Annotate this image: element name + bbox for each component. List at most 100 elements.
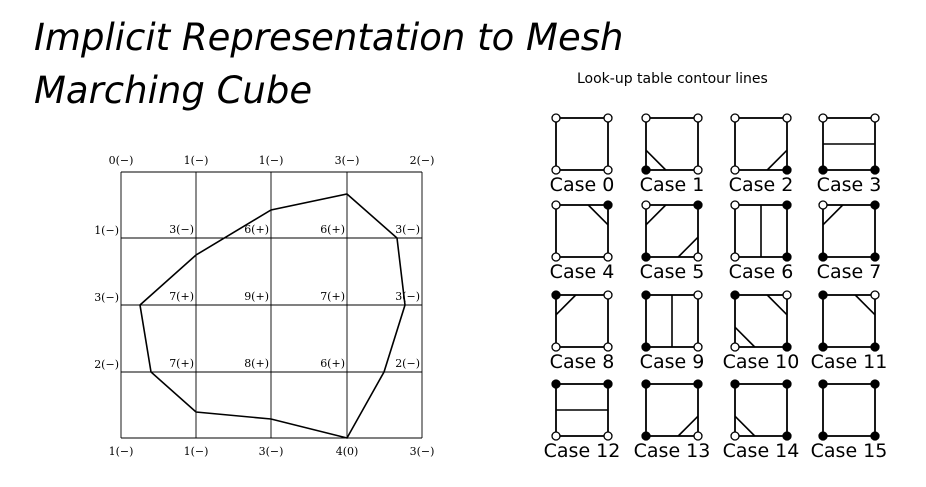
case-cell: Case 13	[634, 379, 710, 462]
corner-outside-dot	[730, 342, 740, 352]
corner-inside-dot	[782, 431, 792, 441]
grid-value-label: 1(−)	[184, 154, 209, 167]
grid-value-label: 3(−)	[259, 445, 284, 458]
corner-inside-dot	[693, 379, 703, 389]
corner-outside-dot	[870, 290, 880, 300]
corner-inside-dot	[818, 342, 828, 352]
corner-outside-dot	[693, 252, 703, 262]
lookup-table-title: Look-up table contour lines	[577, 71, 768, 87]
corner-inside-dot	[818, 165, 828, 175]
case-label: Case 11	[811, 351, 888, 373]
contour-segment	[854, 294, 876, 316]
corner-inside-dot	[551, 290, 561, 300]
case-square	[555, 294, 609, 348]
grid-lines	[120, 171, 423, 439]
corner-inside-dot	[603, 379, 613, 389]
corner-outside-dot	[730, 431, 740, 441]
contour-segment	[734, 326, 756, 348]
corner-inside-dot	[641, 252, 651, 262]
case-cell: Case 0	[550, 113, 615, 196]
corner-outside-dot	[870, 113, 880, 123]
corner-outside-dot	[551, 165, 561, 175]
corner-outside-dot	[551, 200, 561, 210]
corner-inside-dot	[641, 379, 651, 389]
corner-inside-dot	[693, 200, 703, 210]
corner-outside-dot	[693, 113, 703, 123]
case-label: Case 15	[811, 440, 888, 462]
page-subtitle: Marching Cube	[34, 69, 313, 112]
grid-value-label: 4(0)	[336, 445, 359, 458]
grid-value-label: 1(−)	[259, 154, 284, 167]
contour-segment	[766, 294, 788, 316]
grid-value-label: 9(+)	[244, 290, 269, 303]
corner-outside-dot	[603, 252, 613, 262]
case-cell: Case 5	[640, 200, 704, 283]
marching-squares-grid: 0(−)1(−)1(−)3(−)2(−)1(−)3(−)6(+)6(+)3(−)…	[94, 154, 435, 458]
corner-outside-dot	[693, 165, 703, 175]
case-cell: Case 11	[811, 290, 888, 373]
corner-outside-dot	[818, 113, 828, 123]
corner-outside-dot	[551, 252, 561, 262]
case-square	[734, 294, 788, 348]
contour-segment	[645, 204, 667, 226]
case-label: Case 14	[723, 440, 800, 462]
case-square	[822, 204, 876, 258]
corner-outside-dot	[603, 431, 613, 441]
contour-segment	[555, 294, 577, 316]
corner-outside-dot	[693, 342, 703, 352]
corner-outside-dot	[730, 252, 740, 262]
case-label: Case 10	[723, 351, 800, 373]
corner-inside-dot	[641, 342, 651, 352]
corner-outside-dot	[603, 290, 613, 300]
case-cell: Case 8	[550, 290, 614, 373]
contour-segment	[587, 204, 609, 226]
grid-value-label: 0(−)	[109, 154, 134, 167]
case-square	[822, 383, 876, 437]
case-label: Case 7	[817, 261, 882, 283]
case-cell: Case 12	[544, 379, 620, 462]
grid-value-label: 1(−)	[94, 224, 119, 237]
grid-value-label: 3(−)	[94, 291, 119, 304]
grid-value-label: 2(−)	[395, 357, 420, 370]
corner-inside-dot	[870, 165, 880, 175]
corner-outside-dot	[693, 431, 703, 441]
corner-inside-dot	[870, 431, 880, 441]
contour-segment	[766, 149, 788, 171]
corner-outside-dot	[730, 165, 740, 175]
grid-value-label: 2(−)	[94, 358, 119, 371]
corner-inside-dot	[818, 379, 828, 389]
case-square	[555, 204, 609, 258]
case-cell: Case 7	[817, 200, 882, 283]
case-cell: Case 10	[723, 290, 800, 373]
case-label: Case 0	[550, 174, 615, 196]
case-square	[822, 294, 876, 348]
case-square	[645, 383, 699, 437]
contour-segment	[677, 415, 699, 437]
grid-value-label: 8(+)	[244, 357, 269, 370]
case-label: Case 9	[640, 351, 705, 373]
corner-outside-dot	[693, 290, 703, 300]
grid-value-label: 6(+)	[320, 223, 345, 236]
grid-value-label: 2(−)	[410, 154, 435, 167]
contour-segment	[734, 415, 756, 437]
corner-inside-dot	[782, 200, 792, 210]
case-square	[645, 117, 699, 171]
case-cell: Case 6	[729, 200, 793, 283]
corner-inside-dot	[641, 290, 651, 300]
corner-inside-dot	[870, 252, 880, 262]
corner-outside-dot	[818, 200, 828, 210]
corner-inside-dot	[870, 200, 880, 210]
case-cell: Case 1	[640, 113, 705, 196]
corner-outside-dot	[551, 342, 561, 352]
case-cell: Case 4	[550, 200, 614, 283]
case-label: Case 2	[729, 174, 794, 196]
grid-value-label: 6(+)	[244, 223, 269, 236]
grid-value-label: 7(+)	[320, 290, 345, 303]
grid-value-label: 1(−)	[184, 445, 209, 458]
corner-inside-dot	[782, 165, 792, 175]
corner-outside-dot	[551, 113, 561, 123]
corner-inside-dot	[782, 379, 792, 389]
case-label: Case 1	[640, 174, 705, 196]
contour-polygon	[139, 193, 406, 439]
